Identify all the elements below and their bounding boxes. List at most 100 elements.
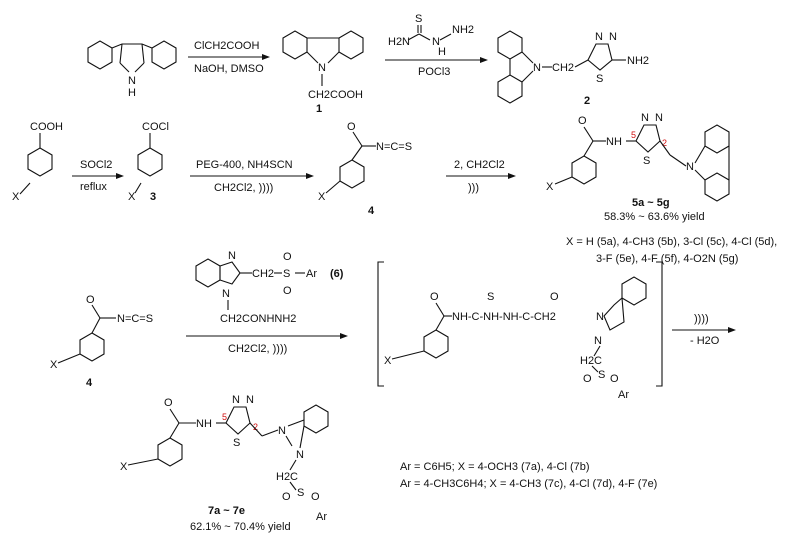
product-7-h2c: H2C [276, 471, 298, 483]
compound-2-s: S [596, 73, 603, 85]
reagent-5-top: 2, CH2Cl2 [454, 159, 505, 171]
product-5-position-2: 2 [662, 138, 667, 148]
compound-3-structure: COCl X 3 [128, 121, 169, 203]
benzoic-acid-cooh: COOH [30, 121, 63, 133]
compound-1-structure: N CH2COOH 1 [282, 30, 364, 115]
product-5-label: 5a ~ 5g [632, 197, 670, 209]
product-5-x: X [546, 181, 554, 193]
reaction-arrow-1: ClCH2COOH NaOH, DMSO [188, 40, 270, 75]
intermediate-n2: N [594, 335, 602, 347]
compound-1-n-label: N [318, 62, 326, 74]
reagent-3-top: SOCl2 [80, 159, 112, 171]
intermediate-h2c: H2C [580, 355, 602, 367]
product-5-yield: 58.3% ~ 63.6% yield [604, 211, 705, 223]
thiosemicarbazide-s: S [415, 13, 422, 25]
product-7-yield: 62.1% ~ 70.4% yield [190, 521, 291, 533]
benzoic-acid-structure: COOH X [12, 121, 63, 203]
product-5-nh: NH [606, 136, 622, 148]
reagent-1-bottom: NaOH, DMSO [194, 63, 264, 75]
product-5-s: S [643, 155, 650, 167]
product-7-x: X [120, 461, 128, 473]
intermediate-o1: O [430, 291, 439, 303]
compound-3-cocl: COCl [142, 121, 169, 133]
reagent-6-n-top: N [228, 250, 236, 262]
product-7-structure: O NH X N N S 5 2 N N H2C S O O Ar 7a ~ 7… [120, 394, 329, 533]
reaction-arrow-3: SOCl2 reflux [72, 159, 124, 193]
thiosemicarbazide-h2n: H2N [388, 36, 410, 48]
reagent-7-bottom: - H2O [690, 335, 720, 347]
reagent-6-substituent: CH2CONHNH2 [220, 313, 296, 325]
reagent-6-o-bottom: O [283, 285, 292, 297]
product-7-ar: Ar [316, 511, 327, 523]
product-7-so2-o1: O [282, 491, 291, 503]
product-7-so2-s: S [297, 487, 304, 499]
reagent-4-top: PEG-400, NH4SCN [196, 159, 293, 171]
product-7-position-2: 2 [253, 422, 258, 432]
product-7-position-5: 5 [222, 412, 227, 422]
product-7-bzim-n1: N [278, 425, 286, 437]
product-7-so2-o2: O [311, 491, 320, 503]
compound-4-structure: O N=C=S X 4 [318, 121, 412, 217]
product-7-o: O [164, 397, 173, 409]
product-5-n2: N [655, 112, 663, 124]
product-5-position-5: 5 [631, 130, 636, 140]
reagent-6-ar: Ar [306, 268, 317, 280]
product-7-nh: NH [196, 418, 212, 430]
product-7-bzim-n2: N [296, 449, 304, 461]
product-7-label: 7a ~ 7e [208, 505, 245, 517]
compound-3-x: X [128, 191, 136, 203]
compound-4-o: O [347, 121, 356, 133]
intermediate-structure: O NH-C-NH-NH-C-CH2 S O X N N H2C S O O A… [377, 261, 663, 401]
compound-4-ncs: N=C=S [376, 141, 412, 153]
compound-2-label: 2 [584, 95, 590, 107]
compound-2-n2: N [609, 31, 617, 43]
reaction-arrow-4: PEG-400, NH4SCN CH2Cl2, )))) [190, 159, 314, 194]
product-5-n1: N [641, 112, 649, 124]
compound-2-ch2: CH2 [552, 62, 574, 74]
compound-3-label: 3 [150, 191, 156, 203]
carbazole-n-label: N [128, 75, 136, 87]
reagent-4-bottom: CH2Cl2, )))) [214, 182, 273, 194]
benzoic-acid-x: X [12, 191, 20, 203]
intermediate-so2-o2: O [610, 373, 619, 385]
compound-2-structure: N CH2 N N S NH2 2 [497, 30, 649, 107]
compound-2-n-label: N [533, 62, 541, 74]
product-7-s: S [233, 437, 240, 449]
reaction-arrow-5: 2, CH2Cl2 ))) [446, 159, 516, 194]
legend-7-line-2: Ar = 4-CH3C6H4; X = 4-CH3 (7c), 4-Cl (7d… [400, 478, 657, 490]
intermediate-so2-o1: O [583, 373, 592, 385]
product-7-n1: N [232, 394, 240, 406]
substituents-5-line-1: X = H (5a), 4-CH3 (5b), 3-Cl (5c), 4-Cl … [566, 236, 777, 248]
compound-4-repeat-structure: O N=C=S X 4 [50, 294, 153, 389]
product-7-n2: N [246, 394, 254, 406]
reagent-6-s: S [283, 268, 290, 280]
intermediate-o2: O [550, 291, 559, 303]
intermediate-x: X [384, 355, 392, 367]
reagent-5-bottom: ))) [468, 182, 479, 194]
compound-4-repeat-x: X [50, 359, 58, 371]
reagent-2-bottom: POCl3 [418, 66, 450, 78]
compound-2-n1: N [595, 31, 603, 43]
reaction-arrow-7: )))) - H2O [672, 313, 736, 347]
product-5-carbazole-n: N [686, 161, 694, 173]
reagent-7-top: )))) [694, 313, 709, 325]
thiosemicarbazide-nh2: NH2 [452, 24, 474, 36]
compound-1-substituent: CH2COOH [308, 89, 363, 101]
reagent-1-top: ClCH2COOH [194, 40, 259, 52]
substituents-5-line-2: 3-F (5e), 4-F (5f), 4-O2N (5g) [596, 253, 738, 265]
intermediate-so2-s: S [598, 369, 605, 381]
reaction-arrow-2: S H2N N H NH2 POCl3 [385, 13, 488, 78]
product-5-o: O [578, 115, 587, 127]
reagent-6-ch2: CH2 [252, 268, 274, 280]
intermediate-s: S [487, 291, 494, 303]
intermediate-chain: NH-C-NH-NH-C-CH2 [452, 311, 556, 323]
thiosemicarbazide-n: N [432, 36, 440, 48]
intermediate-n1: N [596, 311, 604, 323]
legend-7-line-1: Ar = C6H5; X = 4-OCH3 (7a), 4-Cl (7b) [400, 461, 590, 473]
compound-4-label: 4 [368, 205, 375, 217]
compound-1-label: 1 [316, 103, 322, 115]
intermediate-ar: Ar [618, 389, 629, 401]
reagent-3-bottom: reflux [80, 181, 107, 193]
